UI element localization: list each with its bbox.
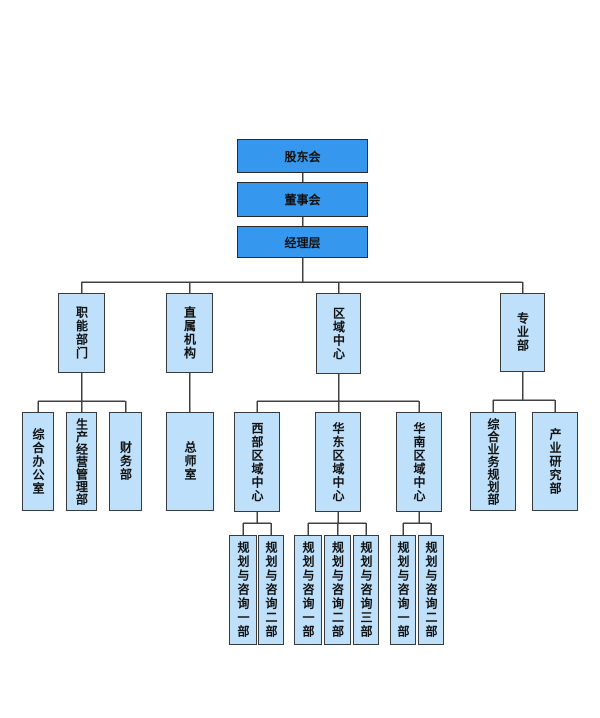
- node-functional-departments: 职能部门: [58, 293, 105, 373]
- node-production-operations: 生产经营管理部: [66, 412, 97, 511]
- node-label: 产业研究部: [548, 427, 562, 496]
- node-label: 经理层: [284, 235, 321, 250]
- node-label: 华南区域中心: [412, 421, 426, 503]
- node-board-of-directors: 董事会: [237, 182, 368, 217]
- node-west-planning-2: 规划与咨询二部: [258, 535, 284, 645]
- node-east-planning-2: 规划与咨询二部: [324, 535, 351, 645]
- node-label: 规划与咨询一部: [301, 541, 315, 639]
- node-label: 规划与咨询二部: [424, 541, 438, 639]
- node-label: 规划与咨询一部: [396, 541, 410, 639]
- node-label: 规划与咨询一部: [236, 541, 250, 639]
- node-label: 规划与咨询三部: [359, 541, 373, 639]
- node-label: 直属机构: [182, 306, 197, 360]
- node-label: 董事会: [284, 193, 321, 207]
- node-label: 职能部门: [74, 306, 89, 360]
- node-direct-institutions: 直属机构: [166, 293, 213, 373]
- node-label: 生产经营管理部: [74, 417, 89, 506]
- node-south-planning-1: 规划与咨询一部: [390, 535, 416, 645]
- node-label: 综合办公室: [31, 427, 45, 496]
- node-east-planning-1: 规划与咨询一部: [294, 535, 322, 645]
- node-finance: 财务部: [109, 412, 142, 511]
- node-chief-engineer-office: 总师室: [166, 412, 214, 511]
- node-label: 股东会: [284, 149, 321, 164]
- node-integrated-planning: 综合业务规划部: [470, 412, 516, 511]
- node-south-planning-2: 规划与咨询二部: [418, 535, 444, 645]
- node-label: 西部区域中心: [250, 421, 264, 503]
- node-east-center: 华东区域中心: [315, 412, 361, 512]
- node-label: 财务部: [118, 441, 133, 482]
- node-label: 华东区域中心: [331, 421, 345, 503]
- node-general-office: 综合办公室: [22, 412, 54, 511]
- node-regional-centers: 区域中心: [316, 293, 361, 374]
- node-south-center: 华南区域中心: [396, 412, 442, 512]
- node-label: 综合业务规划部: [486, 417, 500, 506]
- node-label: 规划与咨询二部: [264, 541, 278, 639]
- node-label: 区域中心: [331, 306, 346, 361]
- node-professional-departments: 专业部: [500, 293, 545, 372]
- node-west-planning-1: 规划与咨询一部: [229, 535, 257, 645]
- node-label: 规划与咨询二部: [330, 541, 345, 639]
- node-label: 专业部: [515, 312, 530, 353]
- node-industry-research: 产业研究部: [532, 412, 578, 511]
- node-management: 经理层: [237, 226, 368, 258]
- node-label: 总师室: [183, 441, 197, 482]
- node-east-planning-3: 规划与咨询三部: [353, 535, 379, 645]
- node-west-center: 西部区域中心: [234, 412, 280, 512]
- node-shareholders-meeting: 股东会: [237, 139, 368, 173]
